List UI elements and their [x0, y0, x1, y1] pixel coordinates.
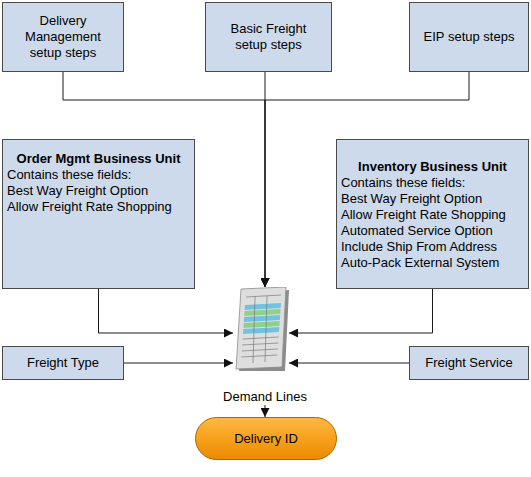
node-label: Delivery Management setup steps — [13, 13, 113, 61]
unit-heading: Inventory Business Unit — [337, 159, 528, 175]
setup-box: EIP setup steps — [409, 2, 529, 72]
document-stripe — [243, 327, 279, 334]
document-rule — [253, 297, 255, 363]
flow-arrow — [289, 363, 409, 364]
field-name: Auto-Pack External System — [341, 255, 528, 271]
document-stripe — [245, 303, 281, 310]
flow-arrow — [265, 405, 266, 417]
freight-box: Freight Type — [2, 346, 124, 380]
node-label: Freight Type — [27, 355, 99, 371]
field-name: Allow Freight Rate Shopping — [7, 199, 194, 215]
terminal-oval: Delivery ID — [195, 417, 337, 460]
node-label: EIP setup steps — [424, 29, 515, 45]
business-unit-box: Inventory Business UnitContains these fi… — [336, 139, 529, 289]
icon-label: Demand Lines — [223, 389, 307, 405]
node-label: Delivery ID — [234, 431, 298, 447]
business-unit-box: Order Mgmt Business UnitContains these f… — [2, 139, 195, 289]
document-rule — [243, 337, 279, 339]
flow-arrow — [289, 289, 433, 333]
document-rule — [241, 355, 277, 357]
field-name: Include Ship From Address — [341, 239, 528, 255]
setup-box: Basic Freight setup steps — [205, 2, 332, 72]
document-stripe — [244, 309, 280, 316]
field-name: Best Way Freight Option — [7, 183, 194, 199]
document-page — [236, 287, 286, 369]
document-stripe — [243, 321, 279, 328]
document-stripe — [244, 315, 280, 322]
flow-arrow — [99, 289, 234, 333]
document-rule — [242, 349, 278, 351]
document-rule — [242, 343, 278, 345]
field-name: Best Way Freight Option — [341, 191, 528, 207]
setup-box: Delivery Management setup steps — [2, 2, 124, 72]
field-name: Automated Service Option — [341, 223, 528, 239]
flow-arrow — [265, 72, 266, 287]
flow-arrow — [124, 363, 233, 364]
document-icon: Demand Lines — [233, 287, 289, 371]
freight-box: Freight Service — [409, 346, 529, 380]
document-rule — [265, 296, 267, 362]
node-label: Basic Freight setup steps — [221, 21, 317, 53]
document-rule — [246, 295, 281, 297]
terminal-shape — [196, 418, 337, 460]
field-name: Allow Freight Rate Shopping — [341, 207, 528, 223]
unit-heading: Order Mgmt Business Unit — [3, 151, 194, 167]
field-name: Contains these fields: — [341, 175, 528, 191]
document-drawing — [233, 287, 289, 371]
field-name: Contains these fields: — [7, 167, 194, 183]
node-label: Freight Service — [425, 355, 512, 371]
